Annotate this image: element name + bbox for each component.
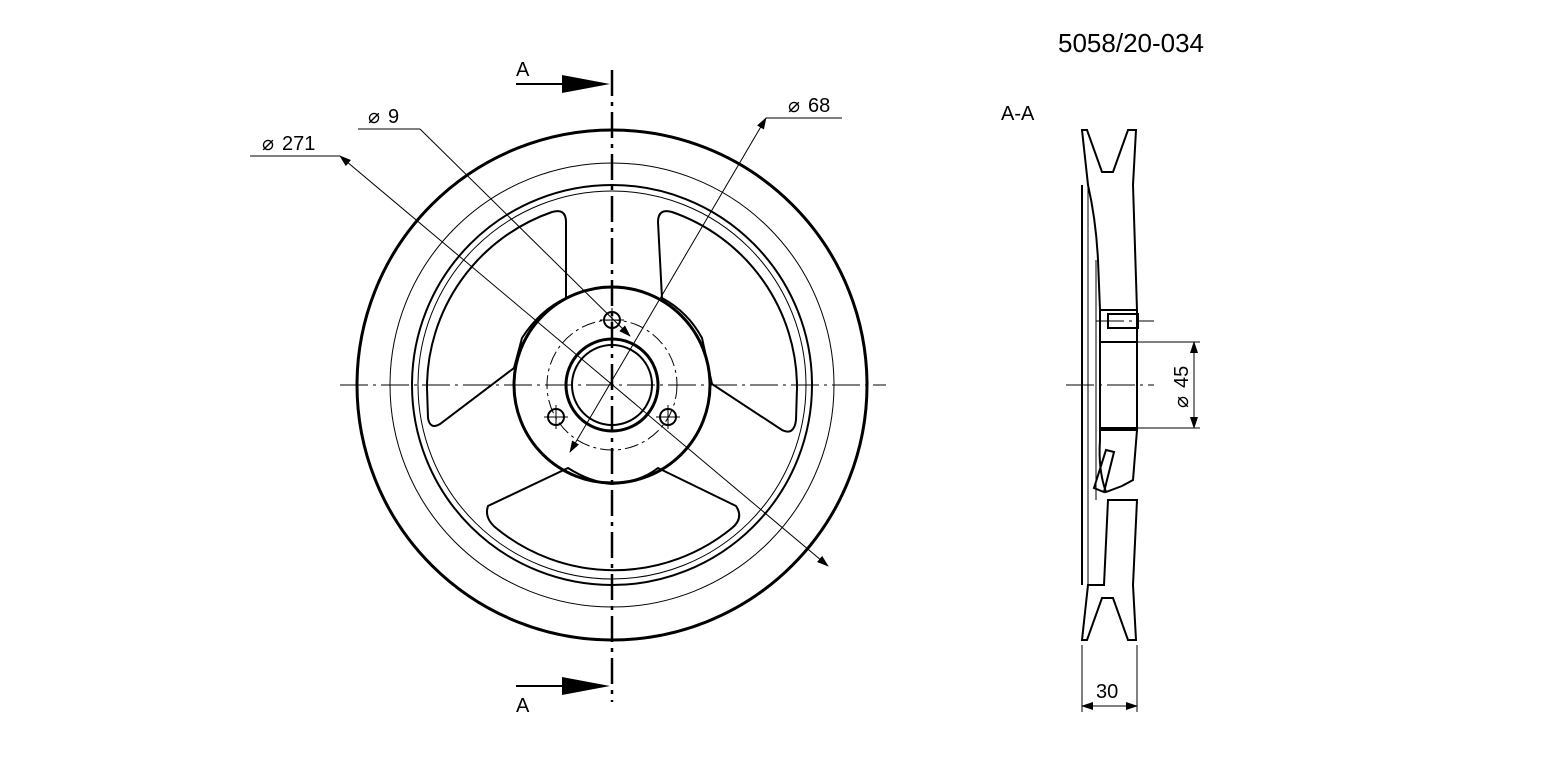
section-view: ⌀ 45 30 — [1066, 129, 1200, 712]
bolt-hole-left — [544, 405, 568, 429]
outer-diameter-label: 271 — [282, 133, 315, 155]
hub-detail — [1092, 448, 1116, 494]
hole-diameter-label: 9 — [388, 106, 399, 128]
spoke-window-top-right — [656, 210, 799, 433]
section-arrow-top — [516, 75, 610, 93]
bolt-circle-diameter-symbol: ⌀ — [788, 95, 800, 117]
section-marker-bottom: A — [516, 695, 530, 717]
bolt-circle-diameter-label: 68 — [808, 95, 830, 117]
dimension-bore-diameter — [1137, 341, 1200, 429]
section-marker-top: A — [516, 59, 530, 81]
section-arrow-bottom — [516, 677, 610, 695]
part-number: 5058/20-034 — [1058, 28, 1204, 58]
dimension-bolt-circle — [569, 117, 842, 453]
front-view: A A ⌀ 271 ⌀ 9 ⌀ 68 — [250, 59, 886, 717]
section-view-label: A-A — [1001, 103, 1035, 125]
lower-rim-profile — [1080, 499, 1139, 641]
hole-diameter-symbol: ⌀ — [368, 106, 380, 128]
upper-section-hatch — [1080, 129, 1139, 311]
dimension-width — [1081, 645, 1138, 712]
width-label: 30 — [1096, 681, 1118, 703]
bore-diameter-symbol: ⌀ — [1171, 396, 1193, 408]
bore-diameter-label: 45 — [1171, 366, 1193, 388]
bolt-hole-right — [656, 405, 680, 429]
lower-section-hatch — [1098, 429, 1139, 494]
spoke-window-top-left — [425, 210, 567, 427]
outer-diameter-symbol: ⌀ — [262, 133, 274, 155]
